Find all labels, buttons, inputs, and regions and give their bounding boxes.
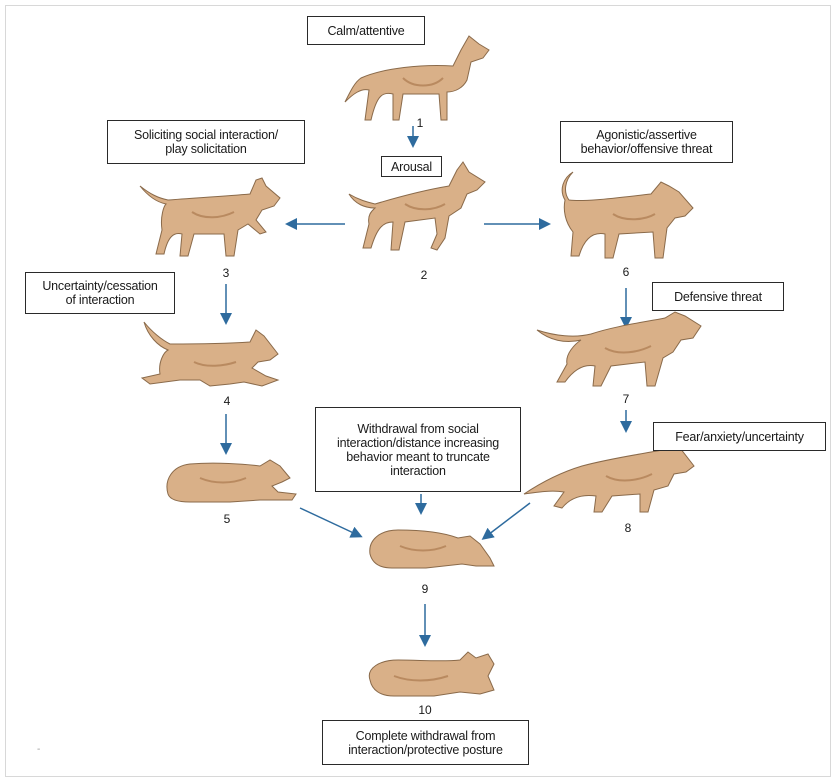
dog-protective-illustration bbox=[364, 650, 500, 700]
dog-play-illustration bbox=[138, 176, 286, 262]
step-number-9: 9 bbox=[410, 582, 440, 596]
step-number-4: 4 bbox=[212, 394, 242, 408]
step-number-5: 5 bbox=[212, 512, 242, 526]
label-arousal: Arousal bbox=[381, 156, 442, 177]
step-number-1: 1 bbox=[405, 116, 435, 130]
footer-mark: - bbox=[37, 744, 40, 755]
label-calm-attentive: Calm/attentive bbox=[307, 16, 425, 45]
arrow-5-to-9 bbox=[300, 508, 360, 536]
step-number-10: 10 bbox=[410, 703, 440, 717]
dog-offensive-illustration bbox=[555, 170, 695, 264]
label-withdrawal: Withdrawal from social interaction/dista… bbox=[315, 407, 521, 492]
step-number-2: 2 bbox=[409, 268, 439, 282]
dog-uncertainty-illustration bbox=[140, 318, 288, 392]
label-agonistic: Agonistic/assertive behavior/offensive t… bbox=[560, 121, 733, 163]
dog-lying-illustration bbox=[160, 456, 300, 506]
label-defensive-threat: Defensive threat bbox=[652, 282, 784, 311]
label-fear: Fear/anxiety/uncertainty bbox=[653, 422, 826, 451]
step-number-7: 7 bbox=[611, 392, 641, 406]
step-number-3: 3 bbox=[211, 266, 241, 280]
dog-defensive-illustration bbox=[535, 310, 705, 390]
label-complete-withdrawal: Complete withdrawal from interaction/pro… bbox=[322, 720, 529, 765]
label-uncertainty: Uncertainty/cessation of interaction bbox=[25, 272, 175, 314]
step-number-8: 8 bbox=[613, 521, 643, 535]
dog-withdrawal-illustration bbox=[366, 524, 498, 572]
label-soliciting: Soliciting social interaction/ play soli… bbox=[107, 120, 305, 164]
step-number-6: 6 bbox=[611, 265, 641, 279]
